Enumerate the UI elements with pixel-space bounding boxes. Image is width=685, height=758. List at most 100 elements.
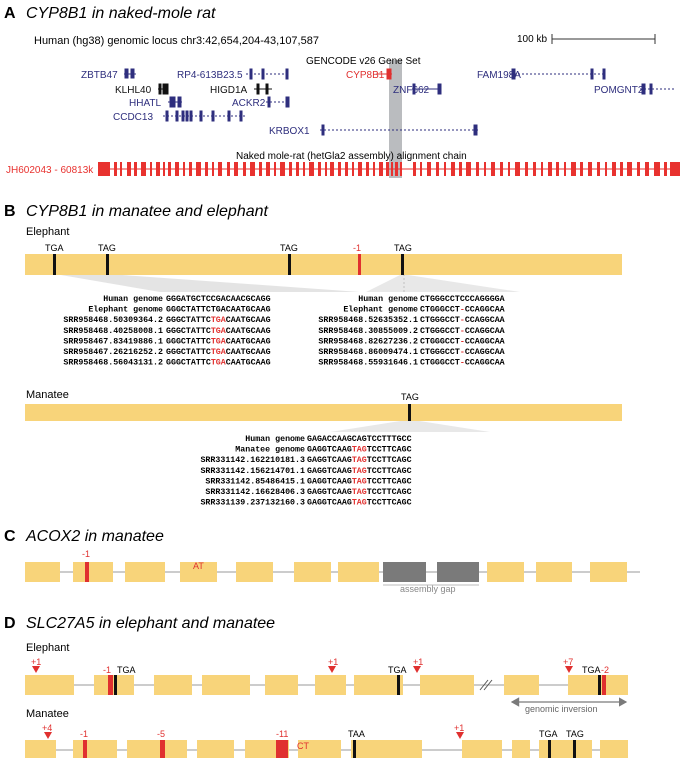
row-sequence: GAGGTCAAGTAGTCCTTCAGC — [307, 488, 412, 497]
seq-part: TCCTTCAGC — [367, 456, 412, 465]
row-label: SRR958468.52635352.1 — [318, 316, 418, 325]
seq-part: TCCTTCAGC — [367, 477, 412, 486]
row-sequence: GGGCTATTCTGACAATGCAAG — [166, 337, 271, 346]
chain-block — [670, 162, 680, 176]
elephant-label-b: Elephant — [26, 226, 69, 238]
exon — [127, 740, 187, 758]
exon — [236, 562, 273, 582]
panel-c-letter: C — [4, 528, 16, 545]
seq-part: CCAGGCAA — [465, 337, 505, 346]
seq-mutation: - — [460, 348, 465, 357]
chain-block — [134, 162, 137, 176]
seq-part: TCCTTCAGC — [367, 446, 412, 455]
exon — [512, 740, 530, 758]
chain-block — [525, 162, 528, 176]
exon — [600, 740, 628, 758]
chain-label: JH602043 - 60813k — [6, 165, 94, 176]
assembly-gap-block — [383, 562, 426, 582]
assembly-gap-block — [437, 562, 479, 582]
locus-label: Human (hg38) genomic locus chr3:42,654,2… — [34, 35, 319, 47]
gene-hhatl: HHATL — [129, 98, 161, 109]
break-mark — [483, 679, 493, 691]
row-sequence: CTGGGCCT-CCAGGCAA — [420, 316, 505, 325]
stop-mark — [353, 740, 356, 758]
exon — [25, 562, 60, 582]
chain-block — [243, 162, 246, 176]
gene-krbox1: KRBOX1 — [269, 126, 310, 137]
alignment-chain — [98, 162, 680, 176]
stop-mark — [598, 675, 601, 695]
chain-block — [620, 162, 623, 176]
chain-block — [205, 162, 208, 176]
zoom-fan-2 — [366, 275, 520, 292]
gene-pomgnt2: POMGNT2 — [594, 85, 644, 96]
seq-part: GAGGTCAAG — [307, 456, 352, 465]
chain-block — [325, 162, 327, 176]
seq-part: GGGCTATTC — [166, 359, 211, 368]
chain-block — [379, 162, 383, 176]
gene-fam198a: FAM198A — [477, 70, 521, 81]
stop-mark — [114, 675, 117, 695]
row-label: SRR958467.83419886.1 — [63, 337, 163, 346]
panel-a-letter: A — [4, 5, 16, 22]
seq-part: TGACAATGCAAG — [211, 306, 271, 315]
chain-block — [352, 162, 354, 176]
mark-d-e-tga1: TGA — [117, 665, 136, 675]
panel-d: D SLC27A5 in elephant and manatee Elepha… — [4, 615, 628, 758]
panel-d-title: SLC27A5 in elephant and manatee — [26, 615, 275, 632]
seq-mutation: TAG — [352, 488, 367, 497]
chain-block — [156, 162, 160, 176]
row-label: SRR958468.55931646.1 — [318, 359, 418, 368]
chain-block — [227, 162, 230, 176]
ins-arrow — [456, 732, 464, 739]
chain-block — [309, 162, 314, 176]
exon — [536, 562, 572, 582]
mark-d-m-minus1: -1 — [80, 729, 88, 739]
chain-block — [400, 162, 402, 176]
frameshift-mark — [160, 740, 165, 758]
chain-block — [330, 162, 334, 176]
chain-block — [366, 162, 369, 176]
chain-block — [637, 162, 640, 176]
mark-d-e-plus1a: +1 — [31, 657, 41, 667]
panel-b: B CYP8B1 in manatee and elephant Elephan… — [4, 203, 622, 508]
ins-arrow — [44, 732, 52, 739]
chain-block — [588, 162, 592, 176]
seq-part: GAGGTCAAG — [307, 467, 352, 476]
panel-a: A CYP8B1 in naked-mole rat Human (hg38) … — [4, 5, 680, 178]
gene-cyp8b1: CYP8B1 — [346, 70, 385, 81]
chain-block — [127, 162, 131, 176]
mark-d-m-plus4: +4 — [42, 723, 52, 733]
panel-b-letter: B — [4, 203, 16, 220]
chain-block — [664, 162, 667, 176]
row-label: Human genome — [103, 295, 163, 304]
exon — [351, 740, 422, 758]
row-sequence: GAGGTCAAGTAGTCCTTCAGC — [307, 499, 412, 508]
row-label: SRR331142.156214701.1 — [200, 467, 305, 476]
mark-c-minus1: -1 — [82, 549, 90, 559]
row-sequence: CTGGGCCT-CCAGGCAA — [420, 327, 505, 336]
exon — [338, 562, 379, 582]
chain-block — [358, 162, 362, 176]
chain-block — [597, 162, 600, 176]
seq-mutation: TGA — [211, 337, 226, 346]
seq-part: CTGGGCCT — [420, 316, 460, 325]
seq-part: GAGGTCAAG — [307, 477, 352, 486]
seq-part: CTGGGCCT — [420, 306, 460, 315]
manatee-gene-bar — [25, 404, 622, 421]
mark-tag-2: TAG — [280, 243, 298, 253]
mark-d-m-plus1: +1 — [454, 723, 464, 733]
exon — [180, 562, 217, 582]
chain-block — [436, 162, 439, 176]
seq-part: GGGCTATTC — [166, 327, 211, 336]
exon — [25, 740, 56, 758]
stop-mark — [548, 740, 551, 758]
chain-block — [533, 162, 536, 176]
slc27a5-gene-models — [25, 666, 628, 758]
row-sequence: GAGGTCAAGTAGTCCTTCAGC — [307, 456, 412, 465]
mark-d-e-tga3: TGA — [582, 665, 601, 675]
elephant-label-d: Elephant — [26, 642, 69, 654]
ins-arrow — [328, 666, 336, 673]
chain-block — [413, 162, 416, 176]
